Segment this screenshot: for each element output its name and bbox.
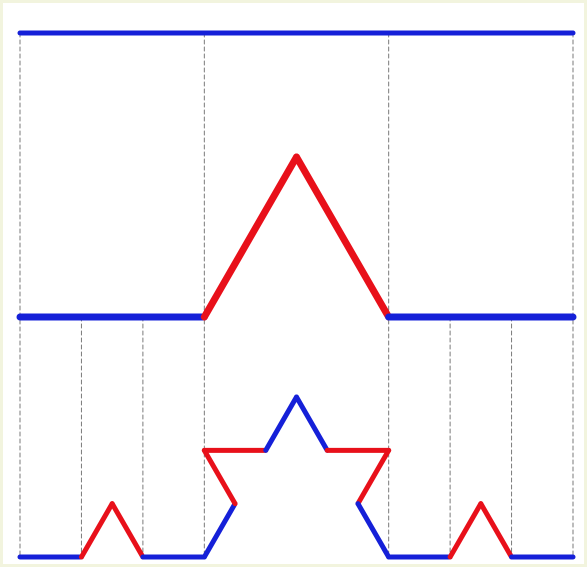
stage-1-first-generation [16,153,577,321]
stage-2-second-generation [17,394,576,560]
stage-2-segment-2-3 [355,501,392,560]
stage-2-segment-1-3 [263,394,299,453]
stage-2-segment-1-0 [201,501,238,560]
stage-1-segment-fall [293,153,393,321]
stage-2-segment-3-2 [478,501,515,560]
stage-2-segment-1-1 [201,447,238,507]
stage-2-segment-2-0 [294,394,330,453]
stage-1-segment-rise [200,153,300,321]
stage-2-segment-3-1 [447,501,484,560]
stage-2-segment-0-2 [109,501,146,560]
stage-2-segment-0-1 [78,501,115,560]
guide-lines [19,32,574,558]
stage-2-segment-2-2 [355,447,392,507]
